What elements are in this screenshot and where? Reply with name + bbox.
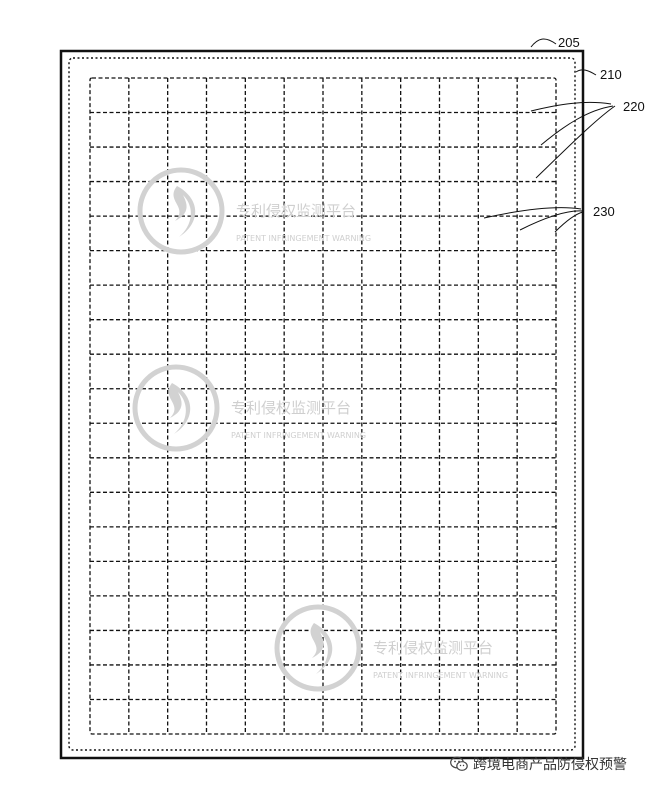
wechat-icon bbox=[450, 756, 468, 771]
watermark-seal-icon bbox=[132, 364, 220, 452]
watermark: 专利侵权监测平台 PATENT INFRINGEMENT WARNING bbox=[137, 167, 371, 255]
watermark-title: 专利侵权监测平台 bbox=[231, 399, 351, 417]
label-220: 220 bbox=[623, 99, 645, 114]
leader-line-220c bbox=[535, 105, 616, 179]
inner-border bbox=[68, 57, 576, 751]
watermark-seal-icon bbox=[137, 167, 225, 255]
leader-line-230b bbox=[519, 210, 583, 231]
leader-line-205 bbox=[530, 38, 557, 48]
watermark-title: 专利侵权监测平台 bbox=[373, 639, 493, 657]
leader-line-220b bbox=[540, 105, 614, 146]
watermark-subtitle: PATENT INFRINGEMENT WARNING bbox=[231, 431, 366, 440]
label-205: 205 bbox=[558, 35, 580, 50]
watermark: 专利侵权监测平台 PATENT INFRINGEMENT WARNING bbox=[132, 364, 366, 452]
leader-line-210 bbox=[575, 69, 597, 76]
watermark-subtitle: PATENT INFRINGEMENT WARNING bbox=[373, 671, 508, 680]
watermark-seal-icon bbox=[274, 604, 362, 692]
leader-line-220a bbox=[530, 101, 612, 112]
watermark-subtitle: PATENT INFRINGEMENT WARNING bbox=[236, 234, 371, 243]
watermark: 专利侵权监测平台 PATENT INFRINGEMENT WARNING bbox=[274, 604, 508, 692]
watermark-title: 专利侵权监测平台 bbox=[236, 202, 356, 220]
leader-line-230c bbox=[554, 211, 584, 233]
watermark-flame-icon bbox=[168, 383, 191, 434]
label-210: 210 bbox=[600, 67, 622, 82]
dashed-grid bbox=[89, 77, 557, 735]
outer-frame bbox=[59, 49, 585, 760]
watermark-flame-icon bbox=[310, 623, 333, 674]
leader-line-230a bbox=[483, 207, 582, 219]
source-caption: 跨境电商产品防侵权预警 bbox=[450, 754, 627, 774]
caption-text: 跨境电商产品防侵权预警 bbox=[473, 757, 627, 773]
watermark-flame-icon bbox=[173, 186, 196, 237]
label-230: 230 bbox=[593, 204, 615, 219]
